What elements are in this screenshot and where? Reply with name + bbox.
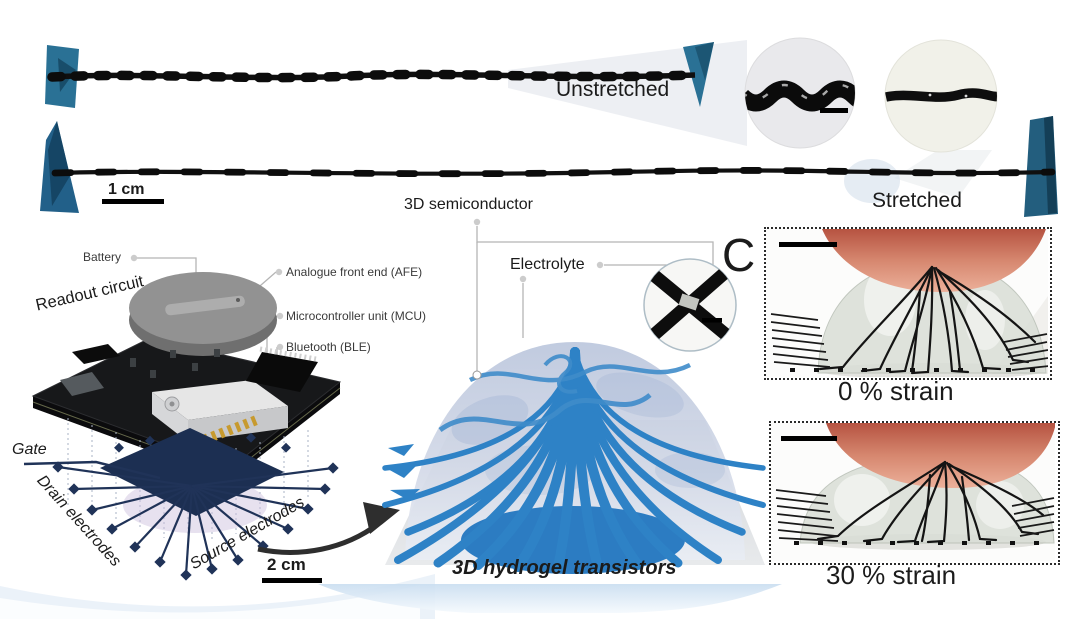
scale-bar-2cm bbox=[262, 578, 322, 583]
panel-letter: C bbox=[722, 229, 756, 281]
scale-bar-strain0 bbox=[779, 242, 837, 247]
magnifier-cone bbox=[508, 40, 747, 146]
bottom-pads-0 bbox=[790, 368, 1035, 372]
fiber-stretch-panel bbox=[40, 37, 1058, 217]
scale-bar-1cm-label: 1 cm bbox=[108, 181, 145, 198]
electrolyte-label: Electrolyte bbox=[510, 256, 585, 273]
bottom-pads-30 bbox=[794, 541, 1039, 545]
stretched-fiber-inset bbox=[884, 39, 998, 153]
background-swooshes bbox=[0, 574, 782, 619]
electrode-pads bbox=[52, 432, 339, 581]
scale-bar-strain30 bbox=[781, 436, 837, 441]
twisted-fiber-inset bbox=[744, 37, 856, 149]
coin-battery bbox=[129, 272, 277, 356]
strain-photo-0 bbox=[766, 229, 1048, 377]
unstretched-label: Unstretched bbox=[556, 78, 670, 101]
electrode-array bbox=[23, 428, 339, 581]
stretched-label: Stretched bbox=[872, 189, 962, 212]
pcb-board bbox=[31, 272, 342, 480]
blue-fiber-tubes bbox=[382, 347, 766, 572]
clamp-bottom-right bbox=[1024, 116, 1058, 217]
ic-chips bbox=[60, 344, 318, 396]
unstretched-fiber-photo bbox=[47, 69, 700, 83]
scale-bar-2cm-label: 2 cm bbox=[267, 555, 306, 574]
finger-0 bbox=[822, 229, 1046, 293]
side-traces-30 bbox=[775, 489, 1055, 542]
readout-circuit-panel bbox=[23, 254, 400, 583]
stretched-fiber-photo bbox=[51, 167, 1056, 178]
flat-electrode-arrows bbox=[386, 444, 420, 500]
dome-fibers-30 bbox=[816, 460, 1045, 544]
clamp-top-right bbox=[683, 42, 714, 107]
semiconductor-label: 3D semiconductor bbox=[404, 196, 533, 213]
dome-squiggle-fibers bbox=[438, 354, 692, 433]
hydrogel-render bbox=[382, 218, 766, 574]
battery-label: Battery bbox=[83, 250, 122, 264]
ble-label: Bluetooth (BLE) bbox=[286, 340, 371, 354]
mcu-label: Microcontroller unit (MCU) bbox=[286, 309, 427, 323]
strain-0-label: 0 % strain bbox=[838, 376, 954, 406]
hydrogel-caption: 3D hydrogel transistors bbox=[452, 557, 677, 579]
afe-label: Analogue front end (AFE) bbox=[286, 265, 423, 279]
strain-photo-30 bbox=[771, 423, 1055, 561]
inset-scale-bar-2 bbox=[702, 318, 722, 323]
dome-fibers-0 bbox=[818, 265, 1037, 375]
finger-30 bbox=[826, 423, 1055, 489]
inset-scale-bar bbox=[820, 108, 848, 113]
strain0-photo-frame bbox=[764, 227, 1052, 380]
side-traces-0 bbox=[770, 313, 1048, 371]
gate-label: Gate bbox=[12, 441, 47, 458]
clamp-bottom-left bbox=[40, 121, 79, 213]
gate-line bbox=[23, 460, 161, 480]
scale-bar-1cm bbox=[102, 199, 164, 204]
crossed-fiber-inset bbox=[643, 258, 737, 352]
arrow-to-hydrogel bbox=[257, 502, 400, 555]
strain-30-label: 30 % strain bbox=[826, 560, 957, 590]
strain30-photo-frame bbox=[769, 421, 1060, 565]
